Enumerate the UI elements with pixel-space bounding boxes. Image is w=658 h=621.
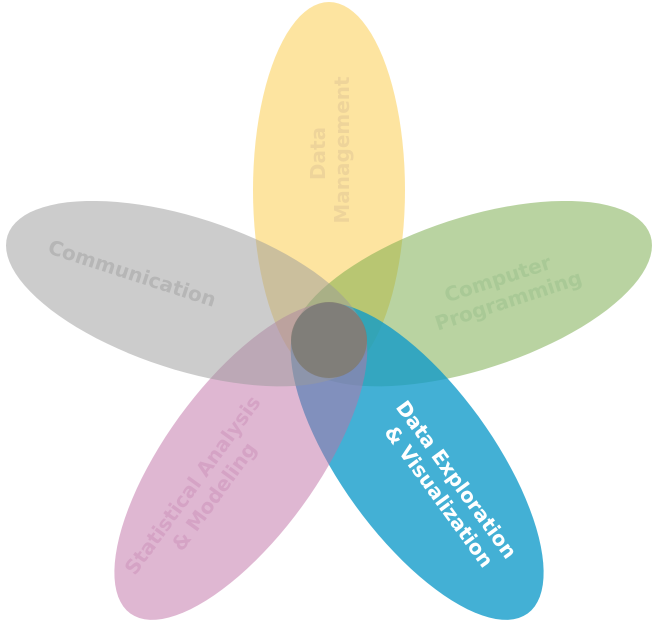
petal-communication (6, 200, 367, 387)
center-circle (291, 302, 367, 378)
label-data-management: Data Management (306, 76, 354, 224)
